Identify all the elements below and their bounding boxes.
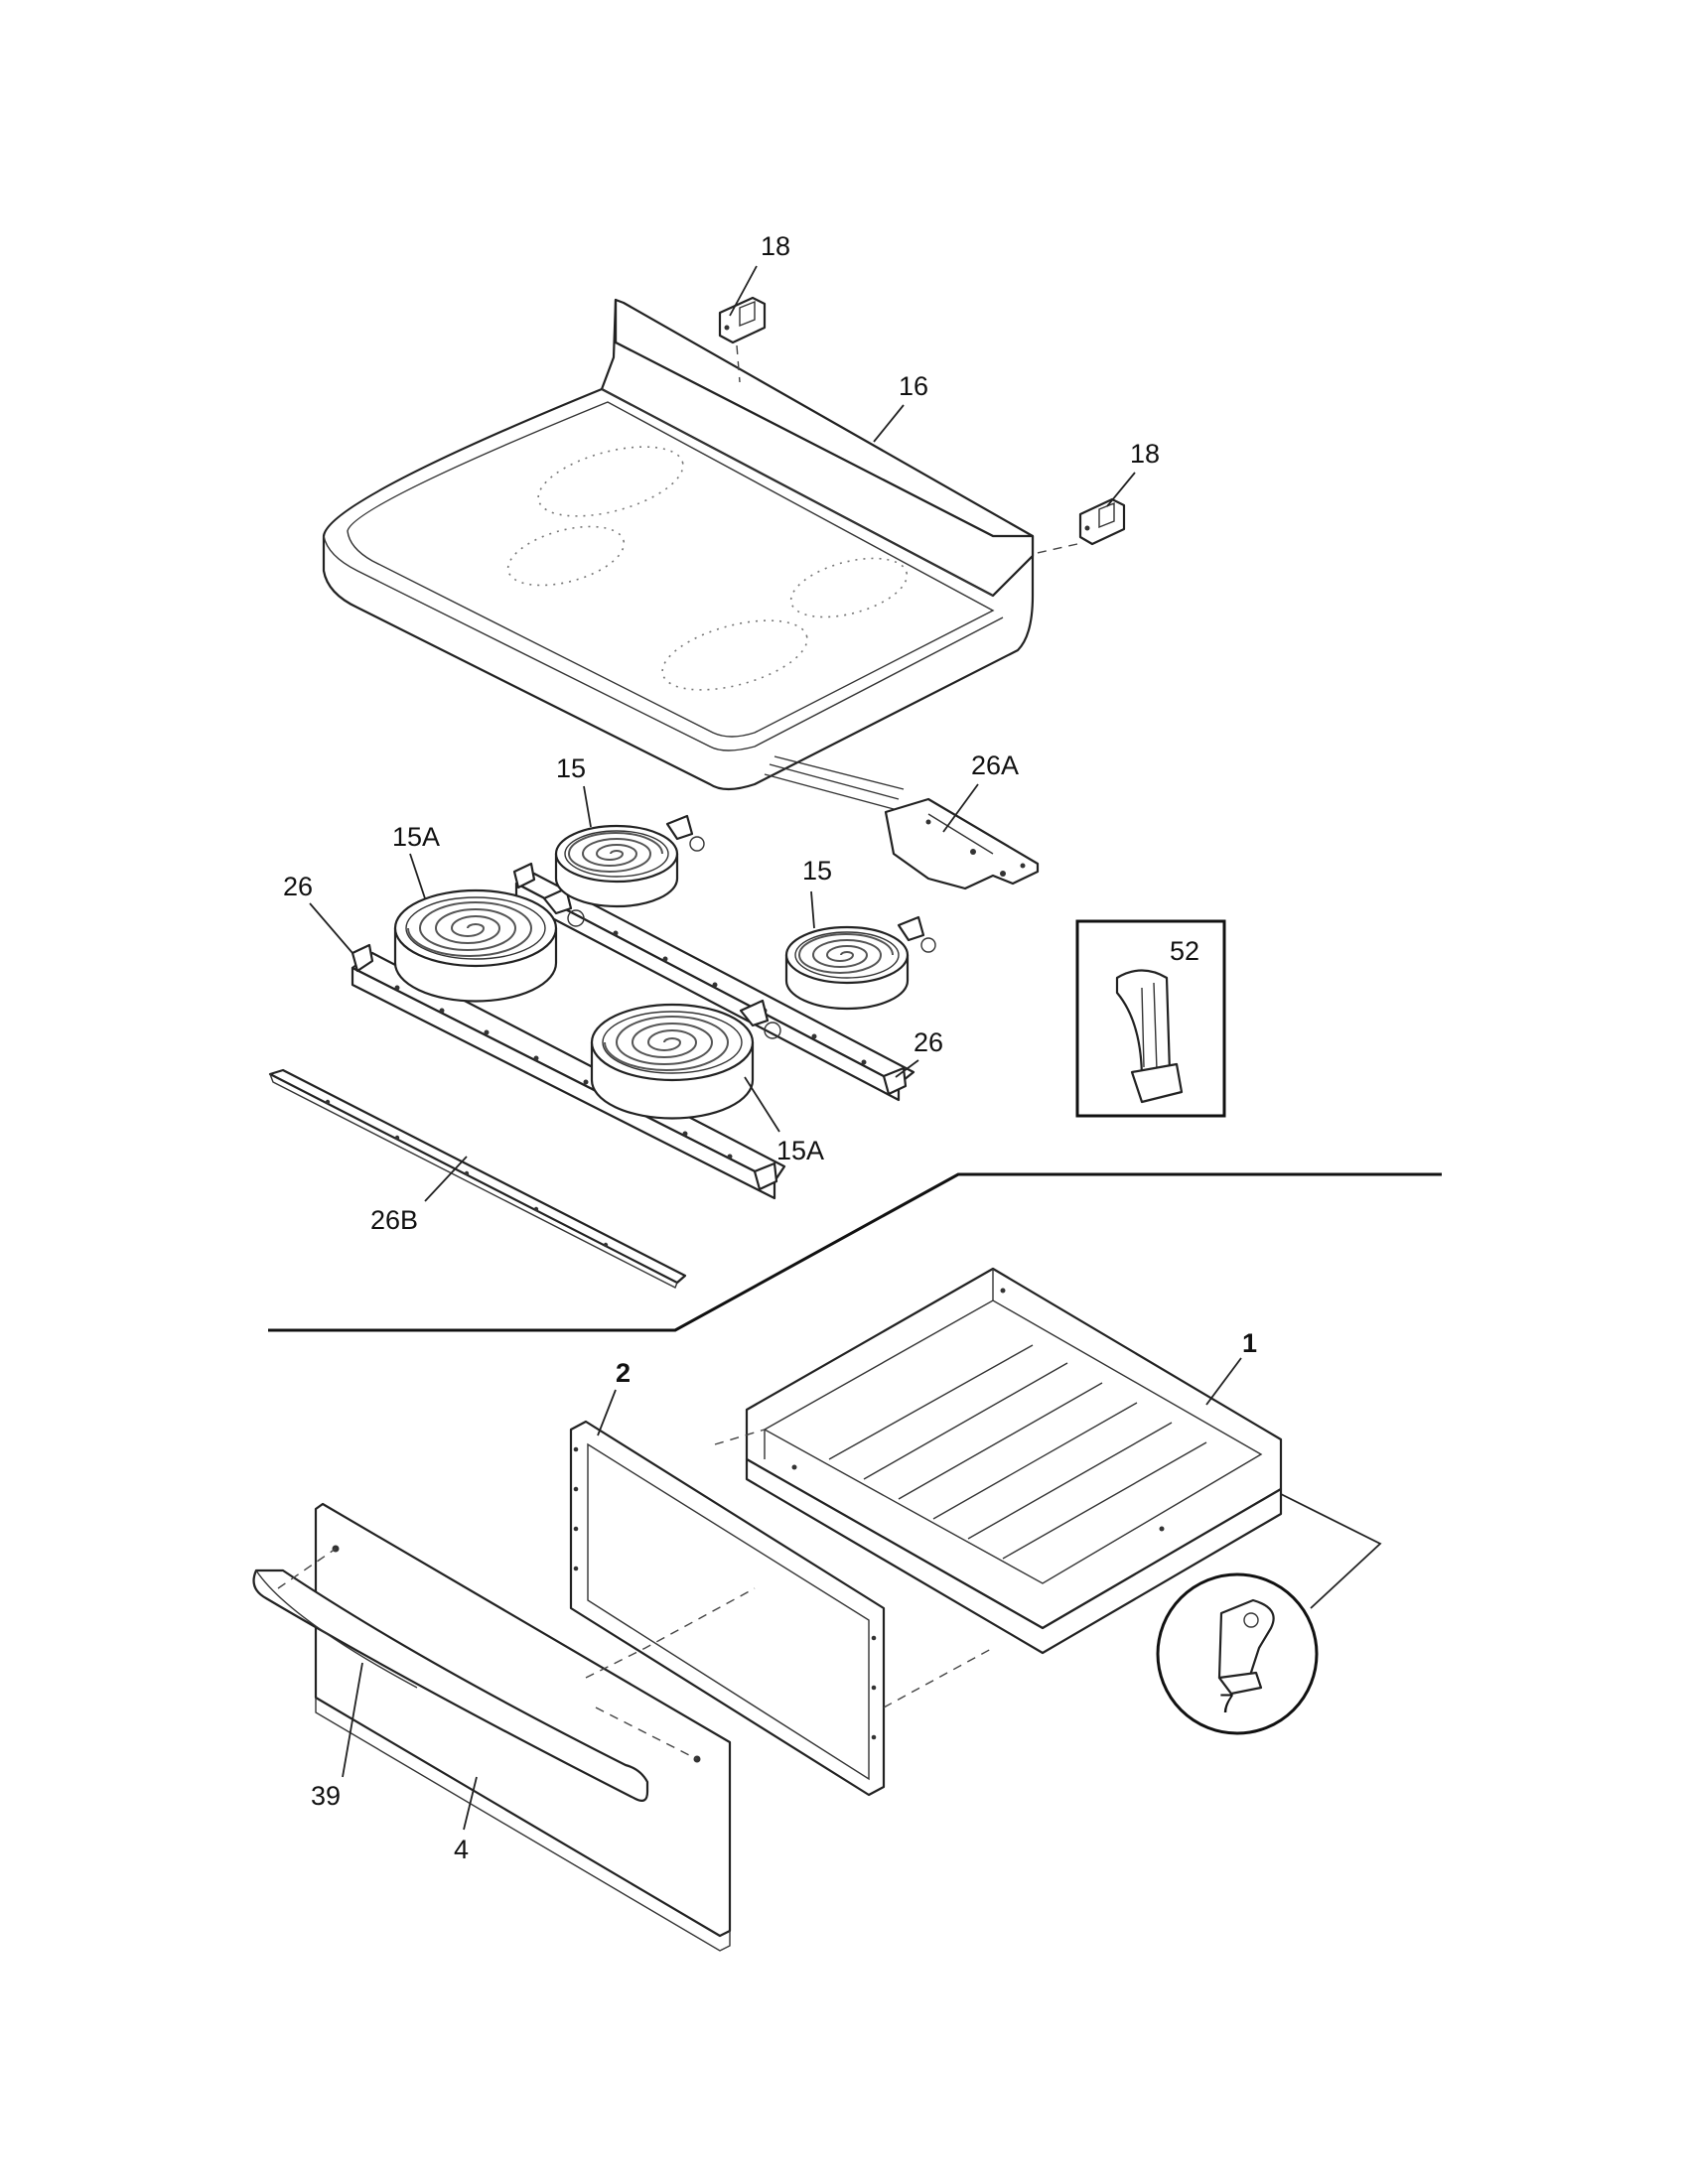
inset-clip-7[interactable] xyxy=(1156,1572,1319,1735)
callout-15-right: 15 xyxy=(802,856,832,886)
radiant-element-15-top[interactable] xyxy=(554,814,705,908)
inset-part-52[interactable] xyxy=(1075,919,1226,1118)
callout-39: 39 xyxy=(311,1781,341,1811)
burner-support-rail-26-left[interactable] xyxy=(351,943,786,1200)
callout-26-right: 26 xyxy=(914,1027,943,1057)
callout-15a-bottom: 15A xyxy=(776,1136,824,1165)
callout-1: 1 xyxy=(1242,1328,1257,1358)
drawer-frame-2[interactable] xyxy=(569,1420,886,1797)
radiant-element-15-right[interactable] xyxy=(784,915,936,1011)
drawer-body-1[interactable] xyxy=(745,1267,1283,1655)
trim-strip-26b[interactable] xyxy=(268,1068,687,1289)
radiant-element-15a-bottom[interactable] xyxy=(590,999,781,1120)
burner-support-rail-26-right[interactable] xyxy=(512,862,915,1102)
callout-26a: 26A xyxy=(971,751,1019,780)
callout-16: 16 xyxy=(899,371,928,401)
callout-26-left: 26 xyxy=(283,872,313,901)
callout-18-right: 18 xyxy=(1130,439,1160,469)
radiant-element-15a-left[interactable] xyxy=(393,887,585,1003)
callout-2: 2 xyxy=(616,1358,631,1388)
wire-harness-26a[interactable] xyxy=(884,797,1040,890)
callout-15-top: 15 xyxy=(556,753,586,783)
callout-52: 52 xyxy=(1170,936,1199,966)
drawer-handle-39[interactable] xyxy=(252,1569,649,1802)
inset-7-connector xyxy=(1280,1493,1382,1609)
section-separator xyxy=(268,1172,1442,1332)
cooktop-glass-top[interactable] xyxy=(322,298,1035,825)
callout-15a-left: 15A xyxy=(392,822,440,852)
callout-7: 7 xyxy=(1219,1689,1234,1718)
bracket-18-left[interactable] xyxy=(718,296,767,344)
callout-26b: 26B xyxy=(370,1205,418,1235)
callout-18-left: 18 xyxy=(761,231,790,261)
callout-4: 4 xyxy=(454,1835,469,1864)
bracket-18-right[interactable] xyxy=(1078,497,1126,546)
